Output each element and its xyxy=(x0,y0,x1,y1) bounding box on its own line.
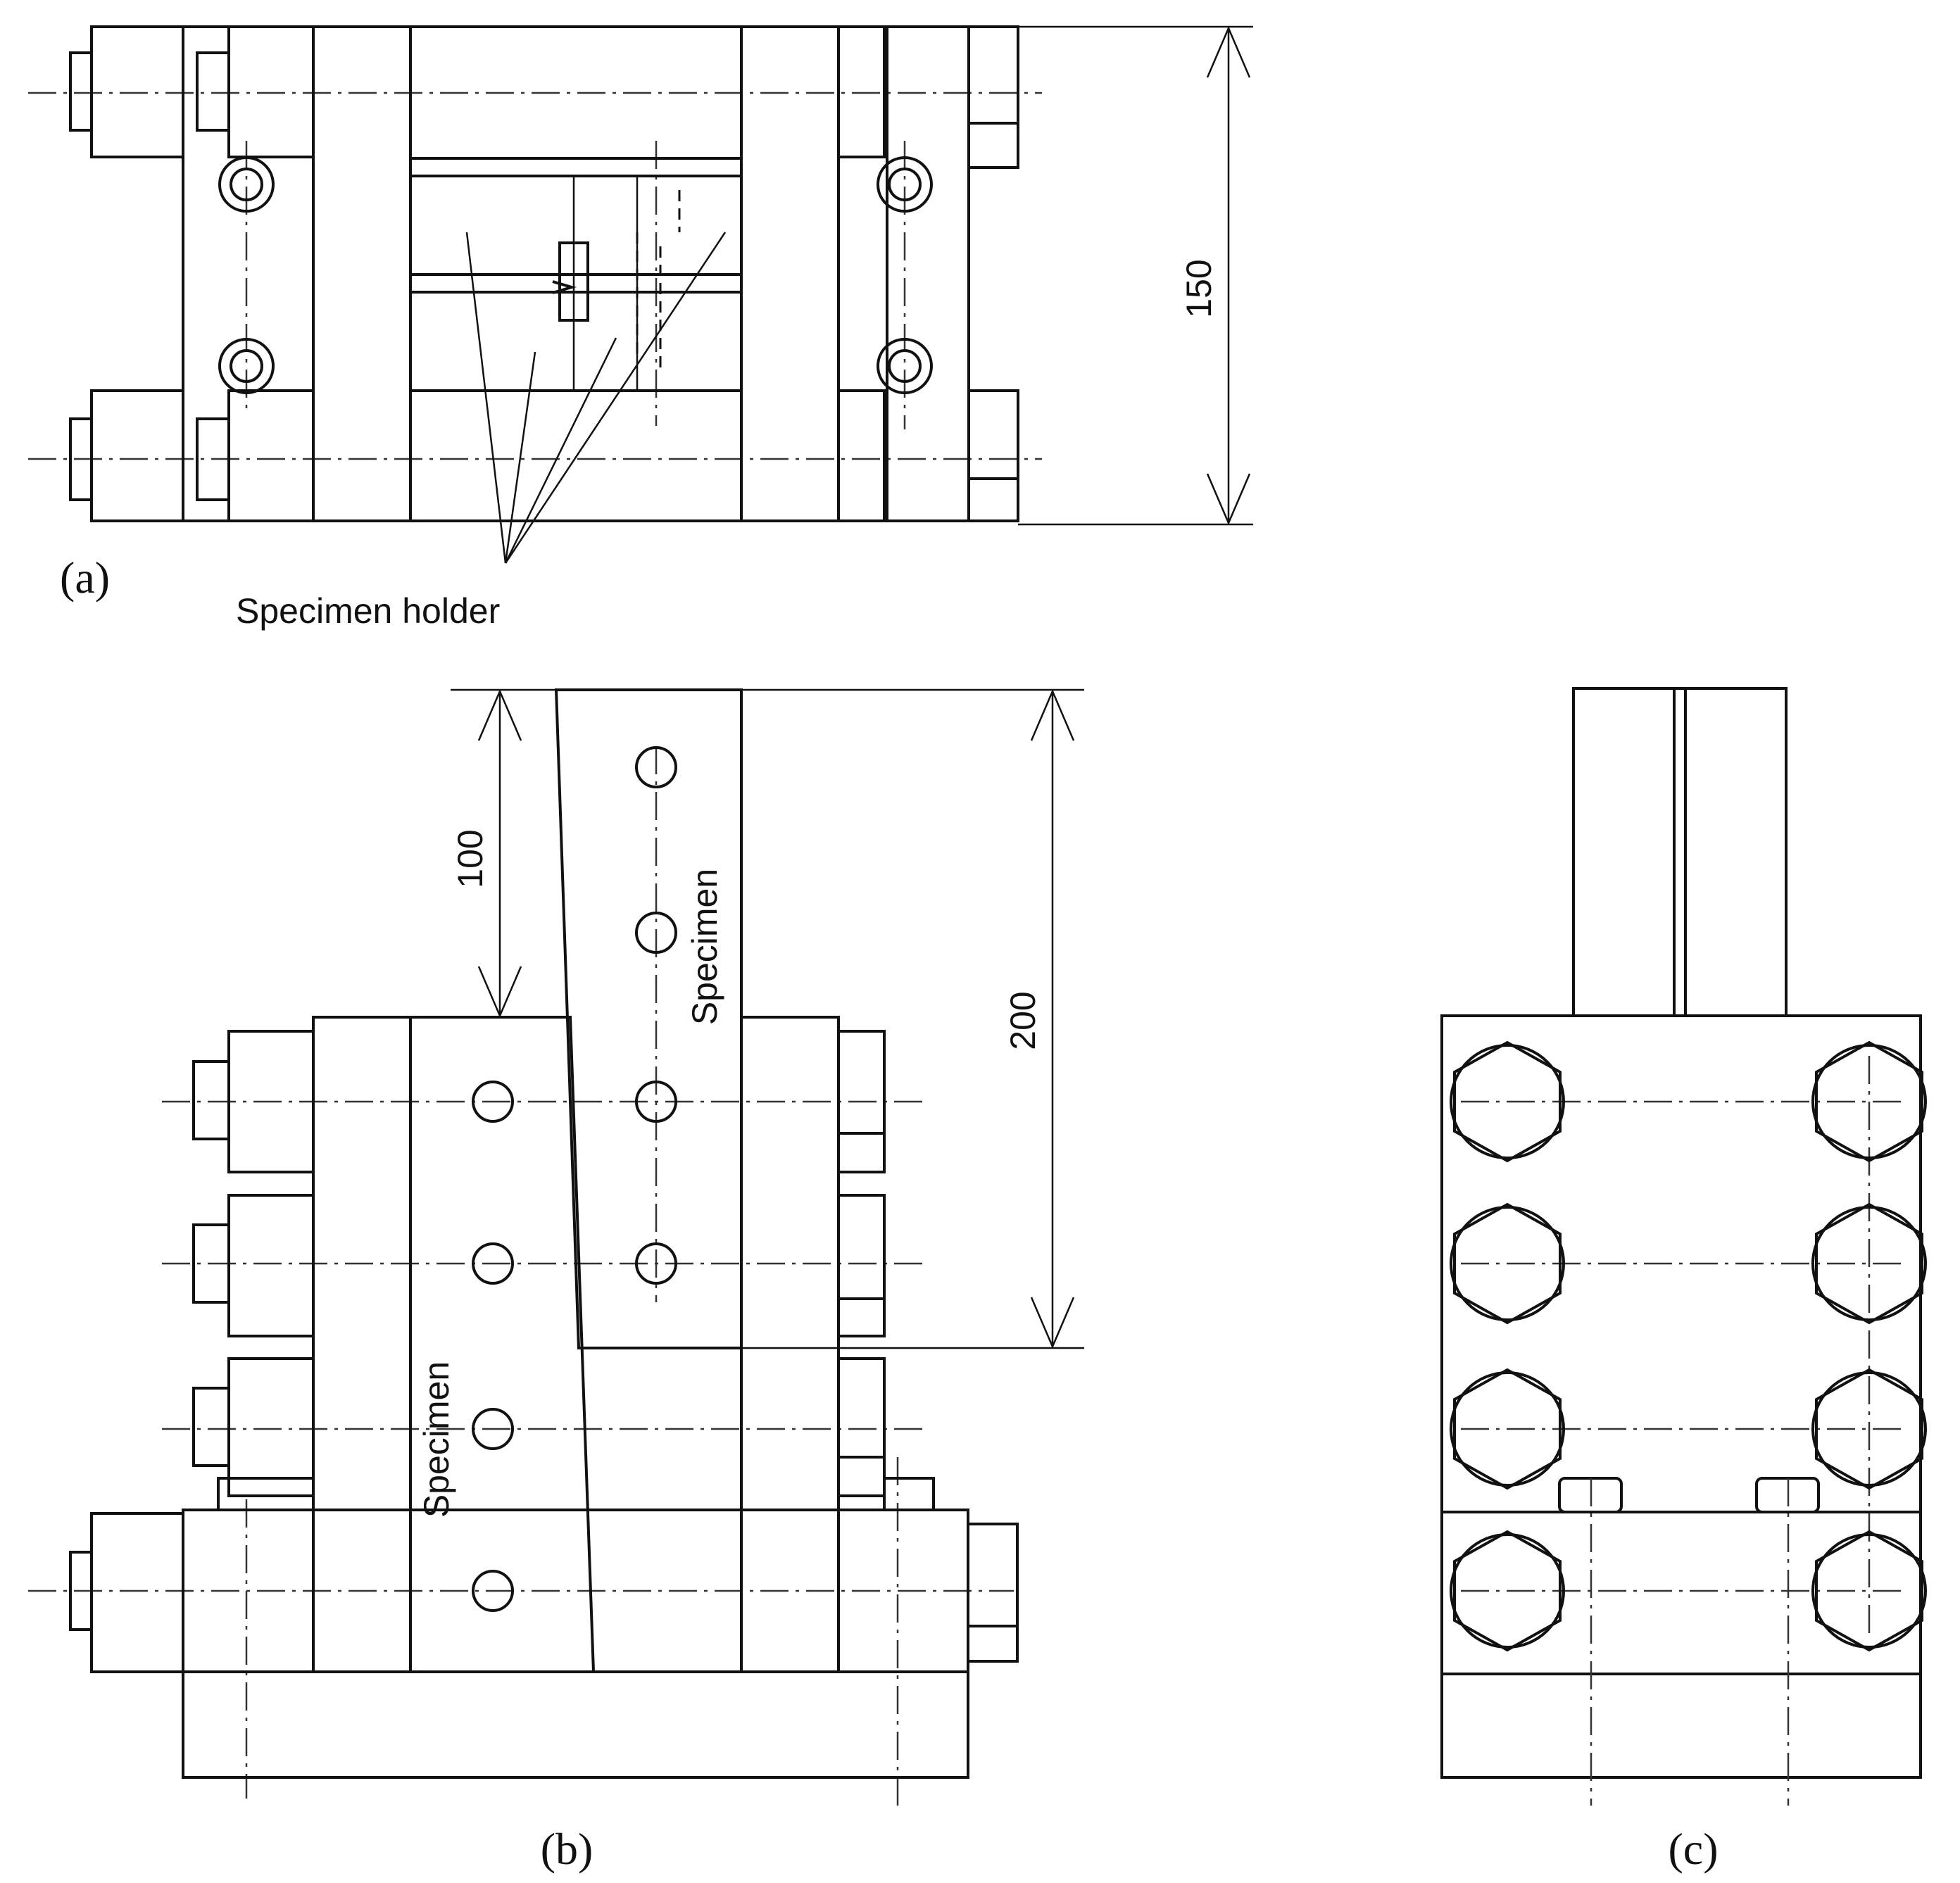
dimension-100 xyxy=(451,688,556,1019)
dimension-label: 150 xyxy=(1179,259,1219,317)
hex-bolt-icon xyxy=(1450,1040,1927,1652)
bolt-hole-icon xyxy=(472,746,677,1612)
nut-icon xyxy=(967,1523,1019,1663)
dimension-label: 100 xyxy=(451,829,490,888)
view-caption: (c) xyxy=(1668,1824,1718,1874)
view-b: 100 200 Specimen Specimen (b) xyxy=(28,688,1084,1874)
dimension-label: 200 xyxy=(1003,991,1043,1050)
socket-screw-icon xyxy=(218,156,933,394)
leader-lines xyxy=(465,232,727,564)
view-caption: (a) xyxy=(60,553,110,603)
dimension-200 xyxy=(741,688,1084,1349)
view-c: (c) xyxy=(1440,687,1927,1874)
view-a: 150 Specimen holder (a) xyxy=(28,25,1253,631)
dimension-150 xyxy=(1018,25,1253,526)
bolt-head-icon xyxy=(69,1030,315,1673)
view-caption: (b) xyxy=(541,1824,593,1874)
specimen-holder-label: Specimen holder xyxy=(236,591,500,631)
bolt-head-icon xyxy=(69,25,230,522)
nut-icon xyxy=(967,25,1019,522)
specimen-label: Specimen xyxy=(417,1361,456,1518)
specimen-label: Specimen xyxy=(685,869,724,1025)
